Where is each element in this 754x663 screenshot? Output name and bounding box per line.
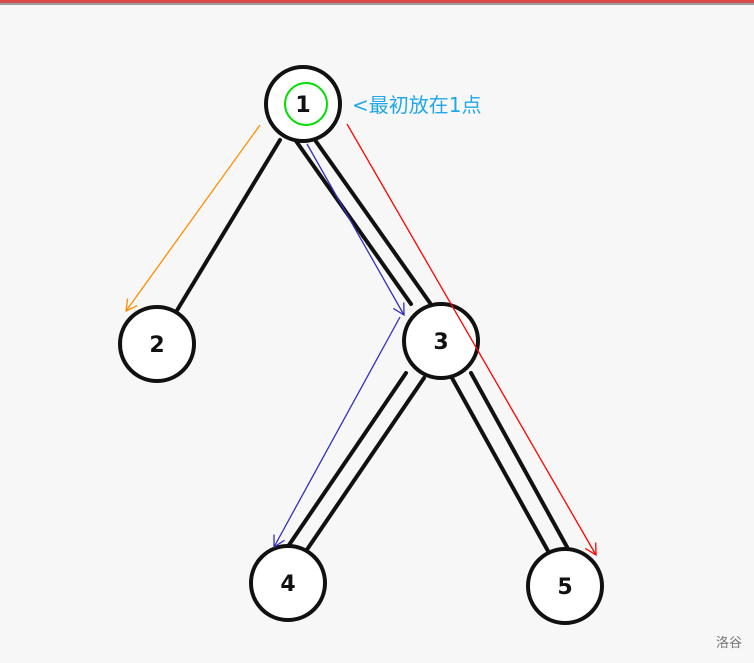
start-annotation: <最初放在1点 xyxy=(352,93,481,117)
node-5-label: 5 xyxy=(557,575,572,600)
start-marker-ring xyxy=(284,82,328,126)
edge-3-5-a xyxy=(450,376,550,553)
edge-1-3-a xyxy=(294,139,413,306)
node-4-label: 4 xyxy=(280,572,295,597)
path-arrow-3-4 xyxy=(273,316,401,549)
edge-1-2 xyxy=(174,138,282,314)
tree-edges xyxy=(174,138,569,553)
node-3-label: 3 xyxy=(433,330,448,355)
node-1-label: 1 xyxy=(295,93,310,118)
node-5-circle xyxy=(526,547,604,625)
path-arrow-1-3 xyxy=(306,143,405,317)
node-3-circle xyxy=(402,302,480,380)
edge-3-4-b xyxy=(287,371,408,547)
traversal-paths xyxy=(125,123,597,557)
edge-3-5-b xyxy=(469,371,569,549)
top-border xyxy=(0,0,754,5)
edge-3-4-a xyxy=(304,376,426,553)
node-2-label: 2 xyxy=(149,333,164,358)
edge-1-3-b xyxy=(313,138,432,305)
node-4-circle xyxy=(249,544,327,622)
path-arrow-1-5 xyxy=(346,123,597,557)
watermark-logo: 洛谷 xyxy=(715,636,742,651)
node-2-circle xyxy=(118,305,196,383)
tree-nodes: 1 2 3 4 5 xyxy=(118,65,604,625)
node-1-circle xyxy=(264,65,342,143)
path-arrow-1-2 xyxy=(125,124,261,313)
